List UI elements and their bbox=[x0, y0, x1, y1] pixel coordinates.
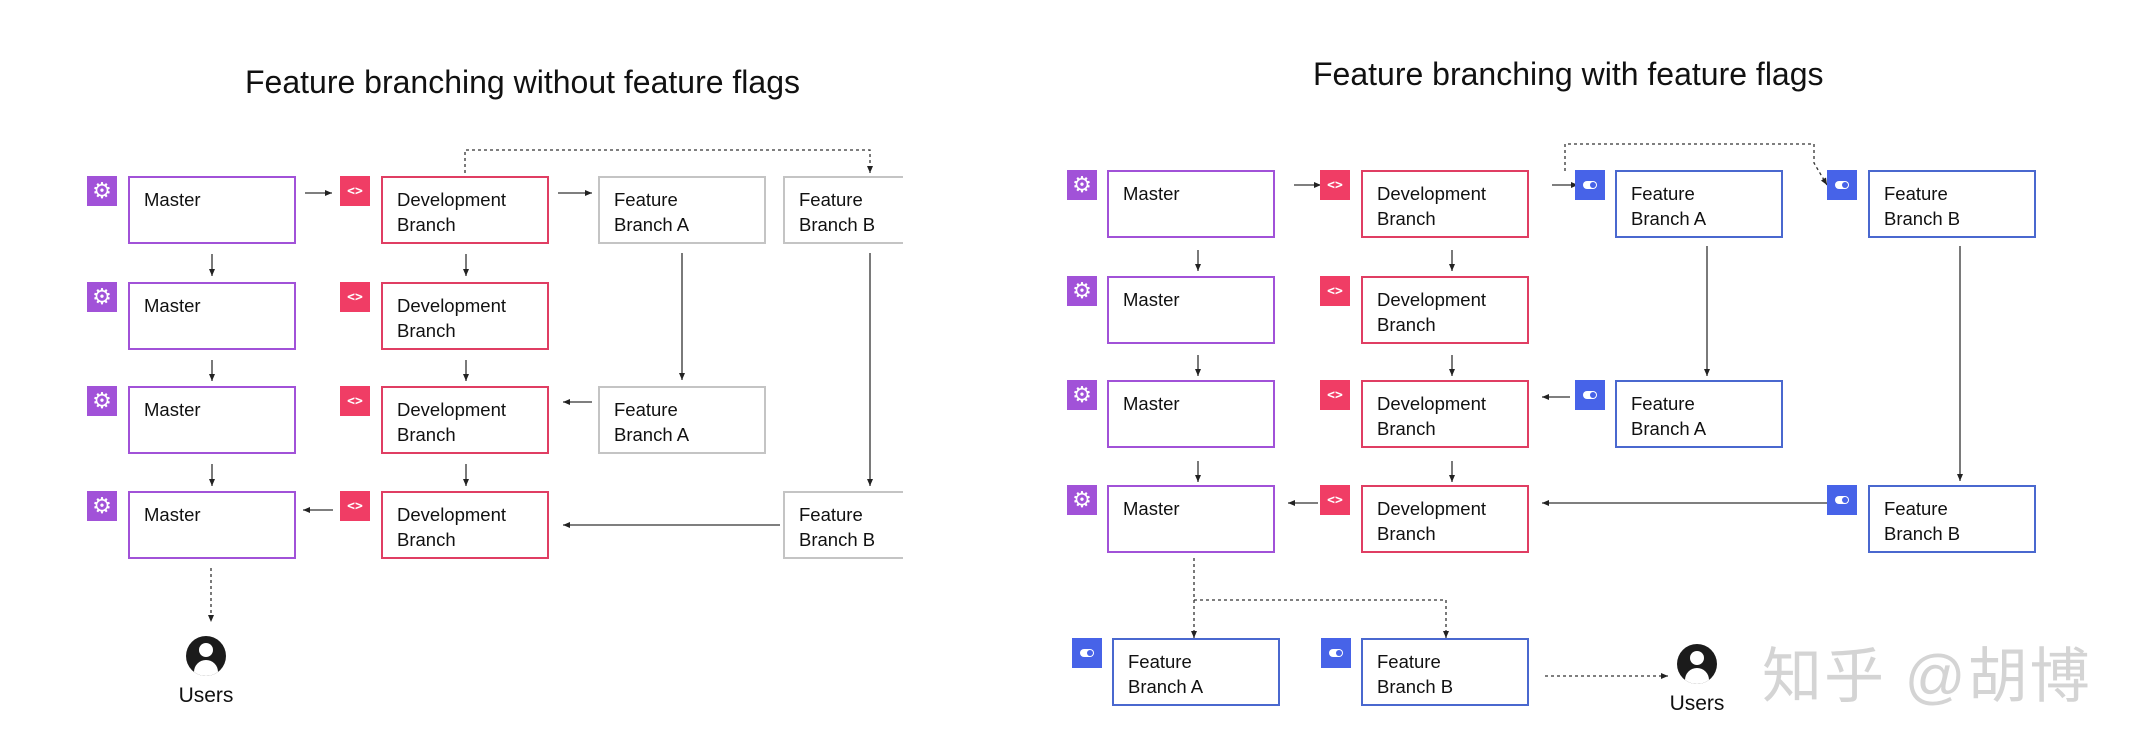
development-branch-label: Development Branch bbox=[397, 295, 507, 341]
toggle-icon bbox=[1321, 638, 1351, 668]
development-branch-box: Development Branch bbox=[381, 176, 549, 244]
feature-branch-b-label: Feature Branch B bbox=[1377, 651, 1454, 697]
feature-branch-b-label: Feature Branch B bbox=[1884, 498, 1961, 544]
feature-branch-a-box: Feature Branch A bbox=[1615, 380, 1783, 448]
feature-branch-b-box: Feature Branch B bbox=[783, 491, 903, 559]
development-branch-box: Development Branch bbox=[381, 282, 549, 350]
master-label: Master bbox=[144, 295, 201, 316]
code-icon: <> bbox=[1320, 276, 1350, 306]
development-branch-label: Development Branch bbox=[1377, 183, 1487, 229]
feature-branch-b-label: Feature Branch B bbox=[799, 504, 876, 550]
toggle-icon bbox=[1827, 485, 1857, 515]
user-icon bbox=[1677, 644, 1717, 684]
feature-branch-a-box: Feature Branch A bbox=[1615, 170, 1783, 238]
feature-branch-a-label: Feature Branch A bbox=[1128, 651, 1204, 697]
gear-icon: ⚙ bbox=[87, 176, 117, 206]
feature-branch-b-box: Feature Branch B bbox=[1868, 485, 2036, 553]
master-box: Master bbox=[1107, 276, 1275, 344]
right-diagram-title: Feature branching with feature flags bbox=[1313, 56, 1824, 92]
code-icon: <> bbox=[340, 282, 370, 312]
gear-icon: ⚙ bbox=[87, 491, 117, 521]
watermark: 知乎 @胡博 bbox=[1762, 643, 2092, 710]
feature-branch-b-box: Feature Branch B bbox=[1868, 170, 2036, 238]
toggle-icon bbox=[1072, 638, 1102, 668]
development-branch-box: Development Branch bbox=[381, 386, 549, 454]
development-branch-box: Development Branch bbox=[1361, 485, 1529, 553]
gear-icon: ⚙ bbox=[1067, 276, 1097, 306]
development-branch-box: Development Branch bbox=[1361, 170, 1529, 238]
feature-branch-a-label: Feature Branch A bbox=[1631, 393, 1707, 439]
master-label: Master bbox=[144, 504, 201, 525]
toggle-icon bbox=[1827, 170, 1857, 200]
gear-icon: ⚙ bbox=[87, 386, 117, 416]
master-box: Master bbox=[128, 282, 296, 350]
feature-branch-a-label: Feature Branch A bbox=[614, 399, 690, 445]
master-label: Master bbox=[1123, 393, 1180, 414]
feature-branch-a-box: Feature Branch A bbox=[598, 386, 766, 454]
master-box: Master bbox=[128, 491, 296, 559]
master-box: Master bbox=[1107, 485, 1275, 553]
users-node: Users bbox=[146, 636, 266, 708]
master-box: Master bbox=[1107, 170, 1275, 238]
development-branch-label: Development Branch bbox=[1377, 289, 1487, 335]
gear-icon: ⚙ bbox=[1067, 170, 1097, 200]
master-box: Master bbox=[128, 176, 296, 244]
development-branch-label: Development Branch bbox=[397, 189, 507, 235]
code-icon: <> bbox=[1320, 380, 1350, 410]
code-icon: <> bbox=[1320, 485, 1350, 515]
toggle-icon bbox=[1575, 170, 1605, 200]
users-label: Users bbox=[1669, 692, 1725, 715]
development-branch-box: Development Branch bbox=[1361, 380, 1529, 448]
development-branch-box: Development Branch bbox=[381, 491, 549, 559]
master-label: Master bbox=[1123, 289, 1180, 310]
master-label: Master bbox=[144, 189, 201, 210]
feature-branch-b-label: Feature Branch B bbox=[799, 189, 876, 235]
development-branch-label: Development Branch bbox=[1377, 393, 1487, 439]
development-branch-label: Development Branch bbox=[397, 504, 507, 550]
development-branch-label: Development Branch bbox=[1377, 498, 1487, 544]
feature-branch-b-box: Feature Branch B bbox=[1361, 638, 1529, 706]
gear-icon: ⚙ bbox=[1067, 380, 1097, 410]
development-branch-label: Development Branch bbox=[397, 399, 507, 445]
master-label: Master bbox=[1123, 498, 1180, 519]
master-box: Master bbox=[1107, 380, 1275, 448]
users-label: Users bbox=[178, 684, 234, 707]
feature-branch-b-box: Feature Branch B bbox=[783, 176, 903, 244]
users-node: Users bbox=[1637, 644, 1757, 716]
toggle-icon bbox=[1575, 380, 1605, 410]
master-label: Master bbox=[144, 399, 201, 420]
feature-branch-a-box: Feature Branch A bbox=[1112, 638, 1280, 706]
code-icon: <> bbox=[1320, 170, 1350, 200]
development-branch-box: Development Branch bbox=[1361, 276, 1529, 344]
feature-branch-a-label: Feature Branch A bbox=[1631, 183, 1707, 229]
user-icon bbox=[186, 636, 226, 676]
code-icon: <> bbox=[340, 491, 370, 521]
feature-branch-a-box: Feature Branch A bbox=[598, 176, 766, 244]
left-diagram-title: Feature branching without feature flags bbox=[245, 64, 800, 100]
master-box: Master bbox=[128, 386, 296, 454]
feature-branch-a-label: Feature Branch A bbox=[614, 189, 690, 235]
code-icon: <> bbox=[340, 386, 370, 416]
feature-branch-b-label: Feature Branch B bbox=[1884, 183, 1961, 229]
master-label: Master bbox=[1123, 183, 1180, 204]
gear-icon: ⚙ bbox=[1067, 485, 1097, 515]
gear-icon: ⚙ bbox=[87, 282, 117, 312]
code-icon: <> bbox=[340, 176, 370, 206]
